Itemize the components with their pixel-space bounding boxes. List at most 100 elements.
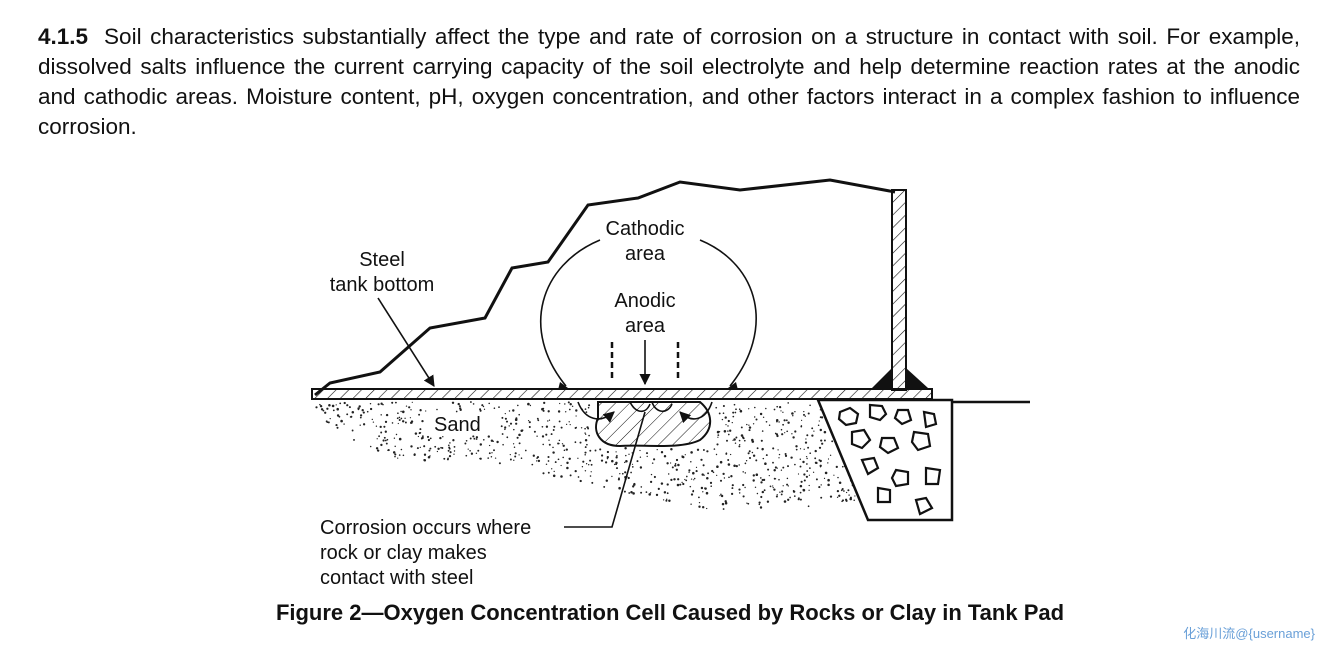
sand-dot [722, 412, 725, 415]
sand-dot [756, 492, 759, 495]
sand-dot [721, 502, 725, 506]
sand-dot [670, 478, 673, 482]
sand-dot [790, 456, 793, 459]
sand-dot [551, 468, 553, 470]
sand-dot [423, 458, 427, 462]
sand-dot [605, 479, 609, 482]
sand-dot [577, 457, 579, 459]
sand-dot [623, 490, 626, 493]
sand-dot [809, 404, 811, 407]
sand-dot [550, 433, 553, 436]
sand-dot [786, 477, 789, 480]
sand-dot [738, 445, 741, 448]
sand-dot [398, 418, 401, 422]
sand-dot [845, 499, 848, 502]
sand-dot [451, 401, 455, 404]
sand-dot [449, 442, 451, 444]
sand-dot [817, 424, 820, 427]
sand-dot [786, 483, 789, 486]
sand-dot [558, 442, 560, 445]
sand-dot [707, 472, 710, 475]
sand-dot [665, 498, 668, 501]
sand-dot [568, 408, 571, 411]
sand-dot [421, 436, 424, 440]
sand-dot [443, 457, 446, 460]
sand-dot [670, 447, 673, 451]
sand-dot [724, 501, 728, 505]
sand-dot [701, 473, 704, 476]
sand-dot [727, 430, 729, 432]
sand-dot [657, 487, 660, 490]
sand-dot [768, 475, 770, 477]
sand-dot [542, 472, 545, 475]
sand-dot [493, 407, 496, 409]
sand-dot [716, 430, 720, 434]
sand-dot [727, 433, 730, 436]
sand-dot [493, 449, 495, 452]
sand-dot [682, 456, 685, 459]
sand-dot [734, 442, 737, 444]
sand-dot [589, 475, 592, 477]
sand-dot [725, 452, 728, 455]
sand-dot [849, 497, 852, 501]
sand-dot [702, 464, 705, 467]
sand-dot [514, 452, 517, 455]
sand-dot [383, 425, 386, 428]
sand-dot [667, 473, 670, 475]
sand-dot [738, 492, 741, 494]
sand-dot [528, 425, 531, 429]
sand-dot [752, 474, 755, 477]
sand-dot [716, 474, 718, 477]
sand-dot [557, 410, 561, 413]
sand-dot [780, 428, 783, 431]
sand-dot [809, 452, 812, 455]
sand-dot [447, 457, 449, 460]
sand-dot [587, 406, 590, 409]
sand-dot [421, 419, 424, 423]
sand-dot [428, 449, 431, 452]
sand-dot [760, 439, 763, 442]
sand-dot [475, 438, 478, 440]
sand-dot [580, 427, 583, 429]
sand-dot [677, 478, 680, 481]
sand-dot [720, 494, 724, 498]
sand-dot [799, 484, 803, 488]
sand-dot [727, 425, 729, 427]
sand-dot [764, 462, 767, 465]
sand-dot [780, 493, 783, 496]
sand-dot [767, 468, 770, 471]
sand-dot [706, 507, 708, 510]
sand-dot [706, 450, 709, 453]
sand-dot [674, 463, 677, 465]
sand-dot [655, 493, 659, 497]
sand-dot [343, 401, 346, 405]
sand-dot [554, 461, 557, 464]
sand-dot [574, 469, 577, 473]
sand-dot [677, 463, 680, 467]
sand-dot [813, 430, 815, 432]
sand-dot [808, 484, 810, 487]
sand-dot [848, 494, 850, 496]
sand-dot [358, 405, 361, 408]
sand-dot [529, 404, 532, 407]
sand-dot [440, 446, 442, 449]
sand-dot [805, 455, 808, 458]
sand-dot [394, 453, 397, 456]
sand-dot [520, 457, 523, 459]
sand-dot [369, 407, 373, 411]
sand-dot [565, 423, 568, 426]
sand-dot [618, 486, 621, 490]
sand-dot [772, 485, 774, 487]
sand-dot [632, 492, 635, 495]
sand-dot [649, 480, 653, 484]
sand-dot [409, 421, 413, 424]
sand-dot [774, 466, 778, 469]
sand-dot [795, 445, 798, 448]
sand-dot [719, 431, 721, 433]
sand-dot [536, 417, 539, 420]
sand-dot [417, 435, 420, 438]
sand-dot [772, 461, 774, 464]
sand-dot [586, 426, 588, 428]
sand-dot [400, 417, 403, 420]
sand-dot [665, 499, 668, 502]
